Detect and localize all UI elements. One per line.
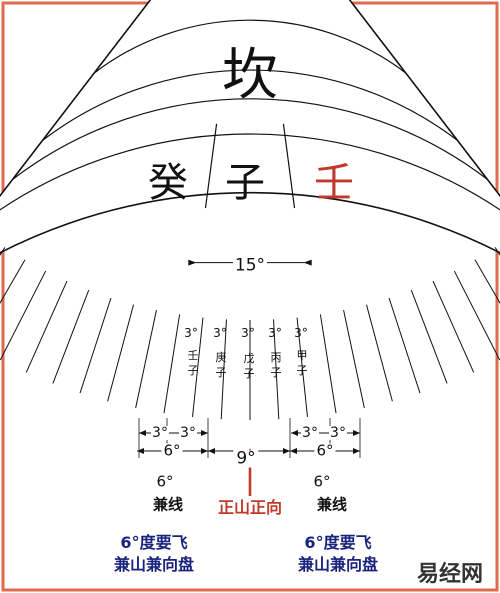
right-jianxian-label: 兼线 [316, 495, 348, 514]
mountain-gui-label: 癸 [148, 160, 188, 206]
sub-division-line [135, 310, 157, 409]
right-note-line1: 6°度要飞 [304, 533, 372, 552]
span-15-arrow-right [188, 259, 197, 266]
dimension-arrow-end-4 [283, 448, 290, 454]
right-dim-3-a: 3° [301, 425, 319, 441]
sub-division-line [273, 319, 280, 420]
right-dim-6: 6° [314, 441, 336, 460]
left-side-degree: 6° [156, 472, 174, 491]
left-dim-3-a: 3° [151, 425, 169, 441]
left-dim-3-b: 3° [179, 425, 197, 441]
sub-division-line [220, 319, 227, 420]
sub-division-line [163, 314, 181, 414]
dimension-arrow-end-1 [201, 430, 208, 436]
dimension-arrow-start-2 [291, 430, 298, 436]
sub-degree-label-5: 3° [294, 326, 308, 340]
left-note-line2: 兼山兼向盘 [113, 555, 195, 574]
sub-division-line [0, 259, 26, 305]
sub-name-label-4: 丙子 [270, 351, 282, 379]
sub-division-line [25, 280, 68, 373]
trigram-kan-label: 坎 [222, 43, 278, 108]
dimension-arrow-start-3 [137, 448, 144, 454]
sub-name-label-3: 戊子 [243, 352, 255, 380]
sub-degree-label-4: 3° [268, 326, 282, 340]
left-dim-6: 6° [161, 441, 183, 460]
right-dim-3-b: 3° [329, 425, 347, 441]
ring-boundary-arc-2 [42, 69, 458, 142]
sub-division-line [410, 289, 448, 384]
sub-name-label-1: 壬子 [187, 349, 199, 377]
center-dim-9: 9° [233, 450, 259, 468]
sub-division-line [52, 289, 90, 384]
sub-division-line [453, 270, 500, 361]
left-note-line1: 6°度要飞 [120, 533, 188, 552]
dimension-arrow-start-1 [139, 430, 146, 436]
sector-outline [0, 0, 500, 254]
sub-division-line [432, 280, 475, 373]
central-span-label: 15° [232, 255, 268, 276]
sub-division-line [319, 314, 337, 414]
ring-boundary-arc-1 [93, 19, 407, 74]
sub-division-line [296, 317, 308, 418]
right-note-line2: 兼山兼向盘 [297, 555, 379, 574]
dimension-arrow-end-2 [353, 430, 360, 436]
mountain-zi-label: 子 [225, 160, 265, 206]
ring-boundary-arc-3 [12, 98, 488, 180]
dimension-arrow-start-4 [208, 448, 215, 454]
sub-division-line [192, 317, 204, 418]
sub-division-line [79, 297, 112, 394]
sub-degree-label-1: 3° [184, 326, 198, 340]
sub-division-line [474, 259, 500, 305]
sub-degree-label-2: 3° [213, 326, 227, 340]
span-15-arrow-left [303, 259, 312, 266]
ring-boundary-arc-4 [0, 133, 500, 211]
sub-division-line [365, 304, 393, 402]
left-jianxian-label: 兼线 [152, 495, 184, 514]
sub-division-line [388, 297, 421, 394]
right-side-degree: 6° [313, 472, 331, 491]
watermark-label: 易经网 [416, 562, 484, 587]
mountain-ren-label: 壬 [314, 160, 354, 206]
sub-division-line [107, 304, 135, 402]
dimension-arrow-end-5 [353, 448, 360, 454]
sub-division-line [0, 270, 47, 361]
sub-name-label-5: 甲子 [296, 349, 308, 377]
sub-name-label-2: 庚子 [215, 351, 227, 379]
dimension-arrow-end-3 [201, 448, 208, 454]
zhengshan-zhengxiang-label: 正山正向 [217, 498, 283, 517]
sub-degree-label-3: 3° [241, 326, 255, 340]
dimension-arrow-start-5 [290, 448, 297, 454]
mountain-divider-left [282, 123, 296, 209]
sub-division-line [343, 310, 365, 409]
mountain-divider-right [204, 123, 218, 209]
